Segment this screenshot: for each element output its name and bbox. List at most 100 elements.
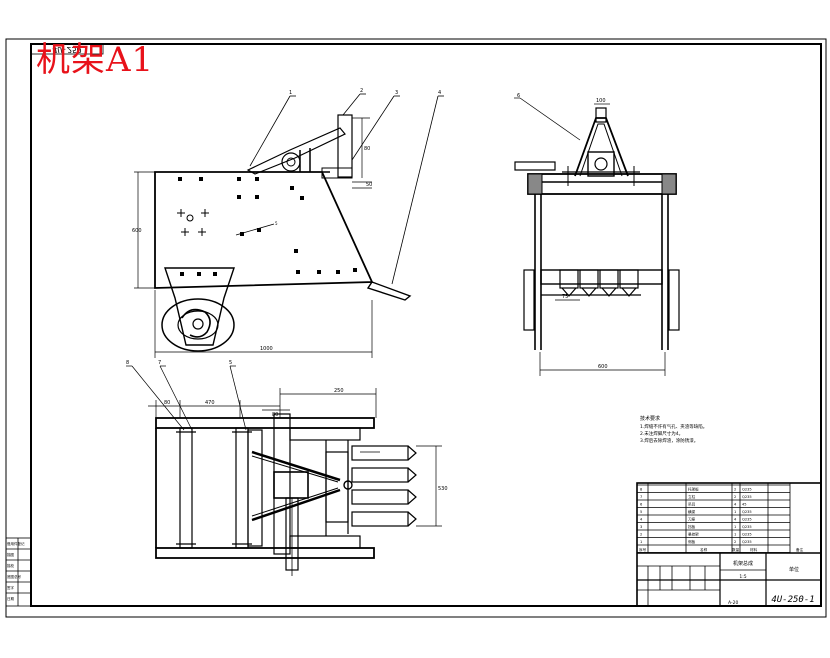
dim-top-height: 530: [438, 486, 448, 492]
bom-no: 3: [640, 525, 642, 529]
bom-no: 6: [640, 503, 643, 507]
title-block-text: 机架总成 单位 A-20 1:5 4U-250-1: [728, 560, 815, 606]
left-strip-label: 日期: [7, 596, 14, 601]
bom-mat: Q235: [742, 533, 752, 537]
dim-side-width: 600: [598, 364, 608, 370]
left-strip-label: 签字: [7, 585, 14, 590]
bom-row: 5 横梁 1 Q235: [640, 509, 752, 514]
bom-mat: Q235: [742, 510, 752, 514]
callout-5: 5: [229, 360, 232, 366]
callout-8: 8: [126, 360, 129, 366]
bom-header: 序号 名称 数量 材料 备注: [639, 547, 804, 552]
dim-small-a: 100: [596, 98, 606, 104]
front-view: 5: [134, 93, 444, 358]
bom-mat: Q235: [742, 518, 752, 522]
bom-name: 侧板: [688, 539, 696, 544]
bom-qty: 1: [734, 510, 736, 514]
bom-name: 刀座: [688, 517, 696, 522]
bom-mat: Q235: [742, 488, 752, 492]
bom-no: 5: [640, 510, 642, 514]
tech-requirements-heading: 技术要求: [640, 415, 660, 422]
drawing-name: 机架总成: [733, 560, 753, 567]
bom-mat: Q235: [742, 495, 752, 499]
dim-side-small: 50: [366, 182, 372, 188]
callout-7: 7: [158, 360, 161, 366]
bom-qty: 1: [734, 525, 736, 529]
left-strip-label: 借用件登记: [7, 541, 25, 546]
bom-name: 托架板: [688, 487, 699, 492]
dim-top-right: 250: [334, 388, 344, 394]
callout-3: 3: [395, 90, 398, 96]
bom-qty: 1: [734, 533, 736, 537]
callout-6: 6: [517, 93, 520, 99]
bom-header-qty: 数量: [732, 547, 740, 552]
scale-value: 1:5: [739, 574, 746, 580]
unit-label: 单位: [789, 566, 799, 573]
bom-qty: 2: [734, 540, 736, 544]
bom-name: 立柱: [688, 494, 696, 499]
bom-row: 6 吊耳 4 45: [640, 502, 747, 507]
bom-name: 悬挂架: [688, 532, 699, 537]
dim-top-span: 470: [205, 400, 215, 406]
outer-frame: [5, 38, 827, 618]
dim-side-top: 80: [364, 146, 370, 152]
callout-2: 2: [360, 88, 363, 94]
left-registration-strip: [5, 537, 32, 607]
bom-header-note: 备注: [796, 547, 804, 552]
bom-no: 1: [640, 540, 642, 544]
left-strip-label: 描校: [7, 563, 14, 568]
bom-header-no: 序号: [639, 547, 647, 552]
bom-qty: 4: [734, 503, 737, 507]
dim-small-b: 75: [562, 294, 568, 300]
bom-header-name: 名称: [700, 547, 708, 552]
bom-row: 1 侧板 2 Q235: [640, 539, 752, 544]
bom-name: 挡板: [688, 524, 696, 529]
inner-frame: [30, 43, 822, 607]
bom-qty: 4: [734, 518, 737, 522]
bom-no: 7: [640, 495, 642, 499]
drawing-number: 4U-250-1: [771, 595, 814, 605]
bom-row: 3 挡板 1 Q235: [640, 524, 752, 529]
top-view: [126, 365, 442, 576]
tech-req-2: 2.未注焊脚尺寸为4。: [640, 430, 683, 437]
bom-row: 4 刀座 4 Q235: [640, 517, 752, 522]
drawing-title-stamp: 机架A1: [36, 40, 155, 80]
left-strip-label: 描图: [7, 552, 14, 557]
bom-row: 7 立柱 2 Q235: [640, 494, 752, 499]
dim-top-left: 80: [164, 400, 170, 406]
weld-note: 5: [275, 221, 278, 226]
bom-no: 4: [640, 518, 643, 522]
top-view-labels: 80 470 250 80 530 8 7 5: [126, 360, 448, 492]
material-label: A-20: [728, 600, 738, 606]
tech-requirements: 技术要求 1.焊缝不许有气孔、夹渣等缺陷。 2.未注焊脚尺寸为4。 3.焊后去除…: [640, 415, 707, 444]
front-view-labels: 600 1000 80 50 1 2 3 4: [132, 88, 441, 352]
corner-code-text: 4U-250: [53, 45, 82, 54]
title-block: [636, 482, 822, 607]
bom-mat: 45: [742, 503, 747, 507]
side-view-labels: 600 100 75 6: [517, 93, 608, 370]
bom-name: 吊耳: [688, 502, 696, 507]
dim-top-inner: 80: [272, 412, 278, 418]
bom-header-mat: 材料: [750, 547, 758, 552]
bom-mat: Q235: [742, 525, 752, 529]
bom-qty: 2: [734, 495, 736, 499]
dim-front-width: 1000: [260, 346, 273, 352]
tech-req-3: 3.焊后去除焊渣，涂防锈漆。: [640, 437, 698, 444]
bom-no: 2: [640, 533, 642, 537]
corner-code: 4U-250: [30, 43, 104, 55]
callout-1: 1: [289, 90, 292, 96]
callout-4: 4: [438, 90, 441, 96]
left-strip-label: 底图总号: [7, 574, 21, 579]
bom-row: 2 悬挂架 1 Q235: [640, 532, 752, 537]
tech-req-1: 1.焊缝不许有气孔、夹渣等缺陷。: [640, 423, 707, 430]
side-view: [514, 97, 680, 376]
bom-no: 8: [640, 488, 643, 492]
bom-name: 横梁: [688, 509, 696, 514]
dim-front-height: 600: [132, 228, 142, 234]
bom-mat: Q235: [742, 540, 752, 544]
